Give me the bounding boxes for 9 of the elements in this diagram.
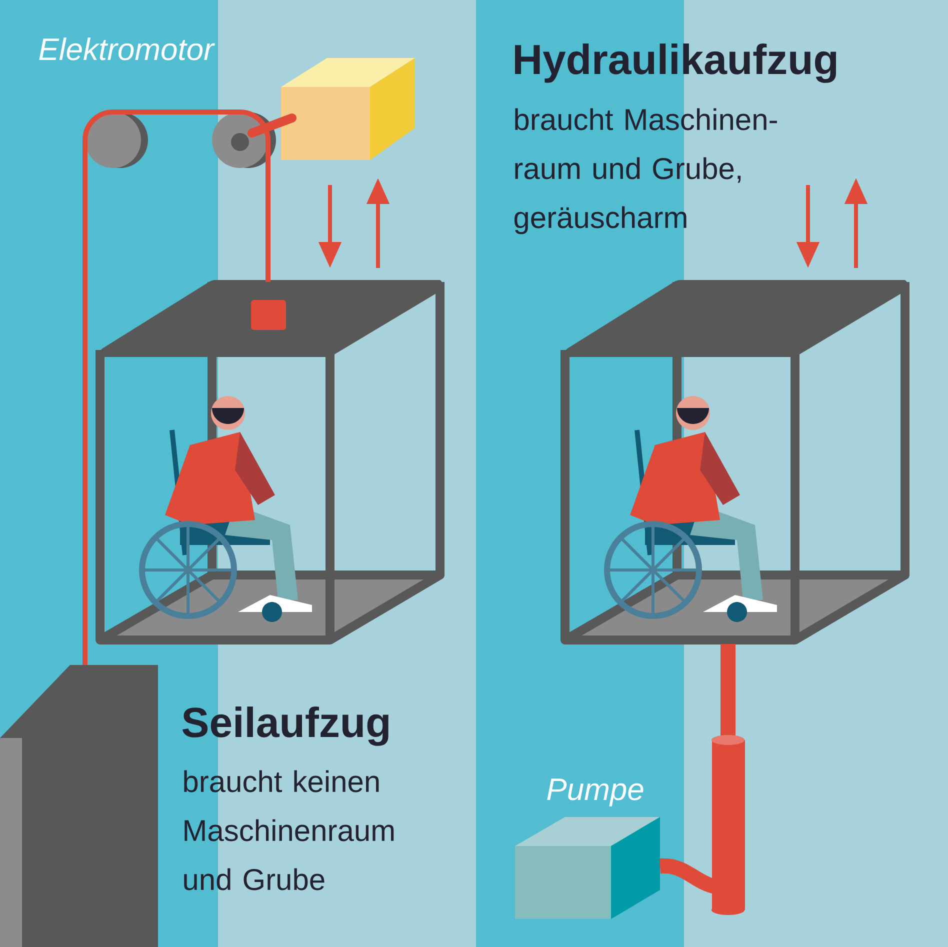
pump-box: Pumpe — [515, 778, 660, 919]
motor-box — [281, 58, 415, 160]
heading: Hydraulikaufzug — [515, 44, 836, 83]
motor-label: Elektromotor — [39, 38, 215, 60]
description: braucht Maschinen- raum und Grube, geräuscharm — [514, 108, 777, 234]
rope — [82, 110, 270, 665]
heading: Seilaufzug — [182, 706, 388, 746]
node-label: Pumpe — [547, 778, 644, 806]
counterweight-block — [0, 665, 158, 947]
